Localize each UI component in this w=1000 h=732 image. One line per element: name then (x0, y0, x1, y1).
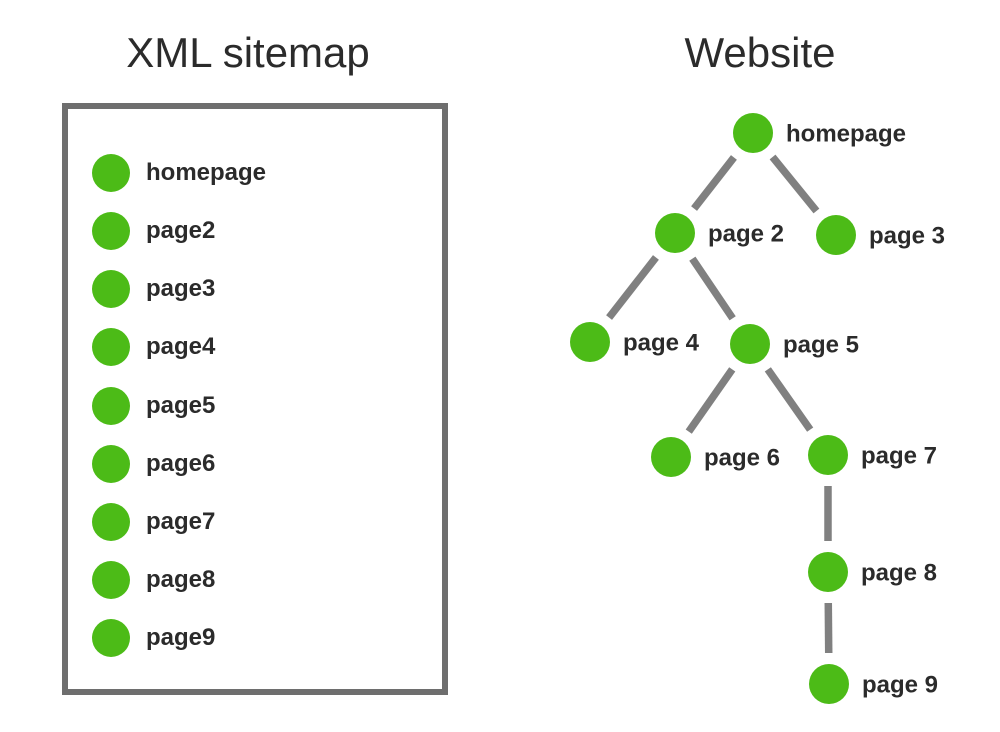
xml-sitemap-title: XML sitemap (126, 29, 370, 76)
list-item: homepage (92, 154, 266, 192)
website-title: Website (684, 29, 836, 76)
page-dot-icon (92, 444, 130, 483)
list-item-label: page8 (146, 565, 216, 593)
list-item: page7 (92, 502, 216, 541)
tree-edge-line (606, 255, 659, 320)
list-item-label: page6 (146, 449, 216, 477)
page-dot-icon (92, 502, 130, 541)
tree-edge-line (689, 256, 736, 321)
list-item: page4 (92, 328, 216, 367)
tree-node-label: page 4 (623, 329, 700, 356)
list-item-label: page9 (146, 624, 216, 651)
tree-edge-line (685, 367, 736, 434)
tree-edge-line (769, 154, 820, 214)
tree-node-label: page 3 (869, 222, 945, 249)
page-dot-icon (92, 270, 130, 309)
tree-node-label: page 8 (861, 559, 937, 586)
tree-node-circle (651, 437, 691, 477)
list-item-label: homepage (146, 159, 267, 186)
page-dot-icon (92, 560, 130, 599)
list-item: page6 (92, 444, 216, 483)
tree-node-circle (655, 213, 695, 253)
tree-node-label: page 5 (783, 331, 859, 358)
tree-node-label: page 9 (862, 671, 938, 698)
list-item: page9 (92, 619, 215, 657)
tree-node-circle (816, 215, 856, 255)
list-item: page8 (92, 560, 216, 599)
tree-node-circle (570, 322, 610, 362)
list-item: page2 (92, 212, 216, 251)
tree-node-circle (733, 113, 773, 153)
tree-node-circle (808, 552, 848, 592)
tree-node-label: page 6 (704, 444, 780, 471)
tree-node-circle (730, 324, 770, 364)
tree-node-circle (809, 664, 849, 704)
list-item: page5 (92, 386, 216, 425)
list-item: page3 (92, 270, 216, 309)
tree-node-label: page 7 (861, 442, 937, 469)
page-dot-icon (92, 328, 130, 367)
page-dot-icon (92, 154, 130, 192)
list-item-label: page3 (146, 275, 216, 303)
list-item-label: page4 (146, 333, 216, 361)
tree-node-circle (808, 435, 848, 475)
tree-node-label: page 2 (708, 220, 784, 247)
tree-node-label: homepage (786, 120, 906, 147)
tree-edge-line (764, 367, 814, 432)
page-dot-icon (92, 212, 130, 251)
page-dot-icon (92, 386, 130, 425)
list-item-label: page7 (146, 507, 216, 535)
tree-edge-line (691, 155, 737, 211)
page-dot-icon (92, 619, 130, 657)
list-item-label: page5 (146, 391, 216, 419)
list-item-label: page2 (146, 217, 216, 245)
